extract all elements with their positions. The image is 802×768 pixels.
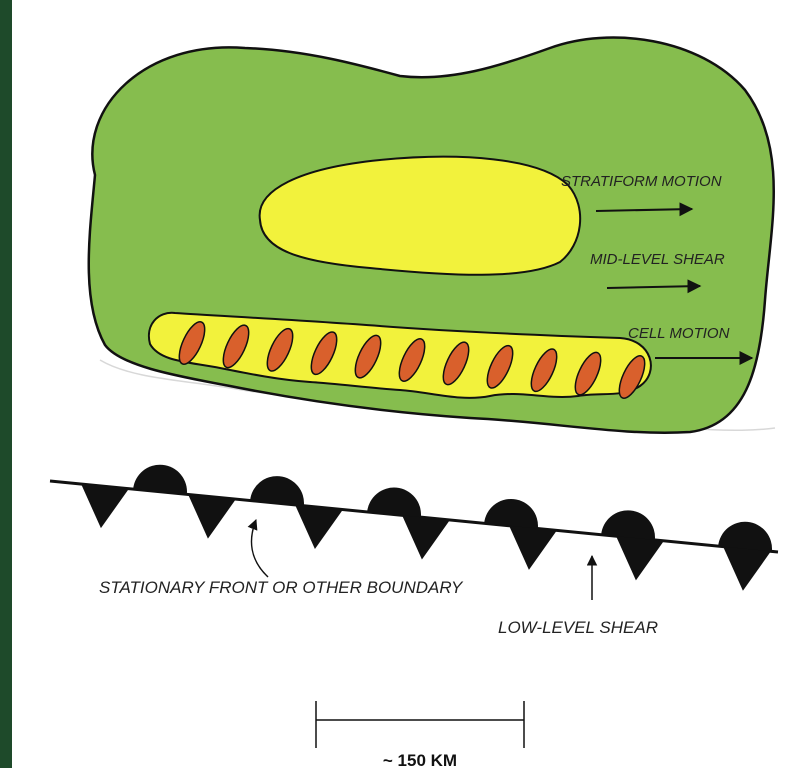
warm-front-semicircle <box>718 519 774 551</box>
cold-front-triangle <box>77 484 129 530</box>
warm-front-semicircle <box>601 508 657 540</box>
cold-front-triangle <box>184 494 236 540</box>
warm-front-semicircle <box>484 496 540 528</box>
stationary-front <box>50 462 778 593</box>
cell-motion-label: CELL MOTION <box>628 325 730 342</box>
cold-front-triangle <box>612 536 664 582</box>
cold-front-triangle <box>398 515 450 561</box>
cold-front-triangle <box>505 526 557 572</box>
stationary-front-label: STATIONARY FRONT OR OTHER BOUNDARY <box>99 578 464 597</box>
scale-bar <box>316 701 524 748</box>
low-level-shear-label: LOW-LEVEL SHEAR <box>498 618 658 637</box>
cold-front-triangle <box>719 547 771 593</box>
stratiform-yellow-core <box>260 157 581 275</box>
warm-front-semicircle <box>133 462 189 494</box>
scale-bar-label: ~ 150 KM <box>383 751 457 768</box>
mid-level-shear-label: MID-LEVEL SHEAR <box>590 251 725 268</box>
stratiform-motion-label: STRATIFORM MOTION <box>561 173 722 190</box>
cold-front-triangles <box>77 484 771 593</box>
warm-front-semicircle <box>367 485 423 517</box>
boundary-pointer-arrow <box>252 520 268 577</box>
cold-front-triangle <box>291 505 343 551</box>
warm-front-semicircle <box>250 474 306 506</box>
